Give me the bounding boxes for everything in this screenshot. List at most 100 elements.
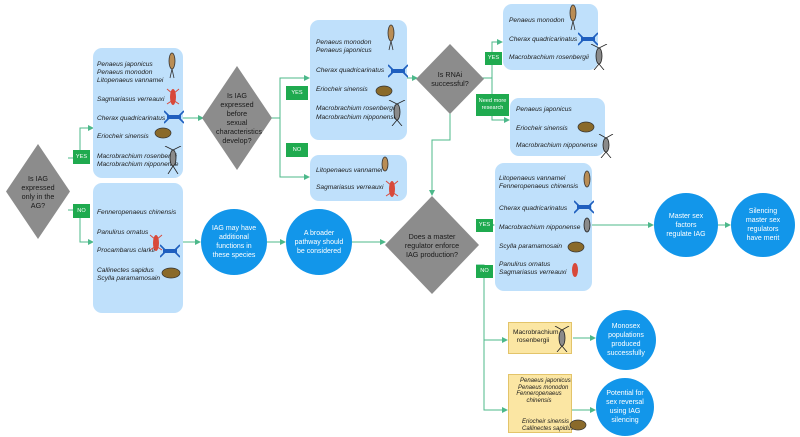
species-label: Cherax quadricarinatus	[509, 36, 578, 43]
edge-q2-no	[269, 117, 310, 180]
outcome-monosex-text: Monosex populations produced successfull…	[607, 323, 645, 357]
species-label: Macrobrachium rosenbergii	[513, 329, 559, 344]
lobster-icon	[572, 263, 578, 277]
prawn-icon	[554, 326, 570, 352]
prawn-icon	[583, 217, 591, 233]
lobster-icon	[385, 180, 399, 197]
species-box-q1-yes: Penaeus japonicus Penaeus monodon Litope…	[93, 48, 183, 178]
species-label: Fenneropenaeus chinensis	[97, 209, 177, 216]
species-box-q1-no: Fenneropenaeus chinensis Panulirus ornat…	[93, 183, 183, 313]
tag-q4-no: NO	[476, 265, 493, 278]
species-label: Macrobrachium nipponense	[97, 161, 179, 168]
species-label: Penaeus monodon	[97, 69, 153, 76]
species-label: Macrobrachium rosenbergii	[97, 153, 177, 160]
species-label: Cherax quadricarinatus	[499, 205, 568, 212]
species-label: Procambarus clarkii	[97, 247, 155, 254]
species-label: Penaeus monodon	[316, 39, 372, 46]
species-label: Callinectes sapidus	[97, 267, 154, 274]
crayfish-icon	[164, 110, 184, 124]
species-label: Penaeus japonicus	[520, 378, 571, 384]
edge-q3-down	[429, 112, 451, 196]
species-label: Panulirus ornatus	[499, 261, 551, 268]
decision-q4-text: Does a master regulator enforce IAG prod…	[404, 231, 460, 259]
decision-q4: Does a master regulator enforce IAG prod…	[385, 196, 479, 294]
outcome-reversal-text: Potential for sex reversal using IAG sil…	[606, 390, 644, 424]
shrimp-icon	[381, 156, 389, 172]
decision-q3: Is RNAi successful?	[416, 44, 484, 114]
tag-q2-no: NO	[286, 143, 308, 157]
crab-icon	[154, 127, 172, 139]
species-label: Fenneropenaeus chinensis	[516, 391, 562, 404]
outcome-silencing: Silencing master sex regulators have mer…	[731, 193, 795, 257]
prawn-icon	[598, 134, 614, 158]
species-label: Eriocheir sinensis	[516, 125, 568, 132]
crayfish-icon	[574, 200, 594, 214]
tag-q2-yes: YES	[286, 86, 308, 100]
outcome-monosex: Monosex populations produced successfull…	[596, 310, 656, 370]
species-label: Penaeus monodon	[518, 385, 569, 391]
crayfish-icon	[160, 244, 180, 258]
tag-q4-yes: YES	[476, 219, 493, 232]
prawn-icon	[164, 146, 182, 174]
species-label: Sagmariasus verreauxi	[499, 269, 567, 276]
crayfish-icon	[578, 32, 598, 46]
crab-icon	[567, 241, 585, 253]
species-label: Litopenaeus vannamei	[499, 175, 566, 182]
prawn-icon	[388, 100, 406, 126]
species-label: Penaeus japonicus	[97, 61, 153, 68]
species-label: Sagmariasus verreauxi	[97, 96, 165, 103]
crab-icon	[569, 419, 587, 431]
outcome-broader-text: A broader pathway should be considered	[294, 229, 344, 255]
outcome-iag-other-text: IAG may have additional functions in the…	[211, 225, 257, 259]
species-label: Penaeus japonicus	[516, 106, 572, 113]
outcome-sex-reversal: Potential for sex reversal using IAG sil…	[596, 378, 654, 436]
species-label: Eriocheir sinensis	[316, 86, 368, 93]
shrimp-icon	[387, 24, 395, 51]
crab-icon	[375, 85, 393, 97]
species-label: Cherax quadricarinatus	[316, 67, 385, 74]
decision-q2: Is IAG expressed before sexual character…	[202, 66, 272, 170]
species-label: Callinectes sapidus	[522, 426, 574, 432]
decision-q1: Is IAG expressed only in the AG?	[6, 144, 70, 239]
species-label: Macrobrachium nipponense	[316, 114, 398, 121]
species-box-rnai-yes: Penaeus monodon Cherax quadricarinatus M…	[503, 4, 598, 70]
species-label: Macrobrachium nipponense	[499, 224, 581, 231]
species-label: Scylla paramamosain	[97, 275, 161, 282]
shrimp-icon	[583, 170, 591, 188]
species-label: Scylla paramamosain	[499, 243, 563, 250]
decision-q2-text: Is IAG expressed before sexual character…	[216, 91, 262, 145]
outcome-master-text: Master sex factors regulate IAG	[666, 212, 706, 238]
outcome-silencing-text: Silencing master sex regulators have mer…	[745, 208, 781, 242]
crab-icon	[161, 267, 181, 279]
tag-q1-yes: YES	[73, 150, 90, 164]
tag-q3-yes: YES	[485, 52, 502, 65]
species-label: Fenneropenaeus chinensis	[499, 183, 579, 190]
species-label: Panulirus ornatus	[97, 229, 149, 236]
species-label: Macrobrachium nipponense	[516, 142, 598, 149]
species-label: Eriocheir sinensis	[97, 133, 149, 140]
species-label: Eriocheir sinensis	[522, 419, 570, 425]
decision-q3-text: Is RNAi successful?	[431, 70, 469, 88]
species-label: Macrobrachium rosenbergii	[316, 105, 396, 112]
lobster-icon	[166, 88, 180, 105]
species-label: Penaeus japonicus	[316, 47, 372, 54]
species-label: Cherax quadricarinatus	[97, 115, 166, 122]
outcome-broader-pathway: A broader pathway should be considered	[286, 209, 352, 275]
species-box-reversal: Penaeus japonicus Penaeus monodon Fenner…	[508, 374, 574, 433]
species-label: Sagmariasus verreauxi	[316, 184, 384, 191]
outcome-iag-other-functions: IAG may have additional functions in the…	[201, 209, 267, 275]
crayfish-icon	[388, 64, 408, 78]
shrimp-icon	[168, 52, 176, 79]
shrimp-icon	[569, 4, 577, 31]
species-label: Macrobrachium rosenbergii	[509, 54, 589, 61]
lobster-icon	[149, 234, 163, 251]
crab-icon	[577, 121, 595, 133]
tag-q1-no: NO	[73, 204, 90, 218]
decision-q1-text: Is IAG expressed only in the AG?	[21, 173, 55, 210]
species-label: Litopenaeus vannamei	[316, 167, 383, 174]
tag-q3-more: Need more research	[476, 94, 509, 116]
outcome-master-sex-factors: Master sex factors regulate IAG	[654, 193, 718, 257]
prawn-icon	[590, 44, 608, 70]
species-label: Penaeus monodon	[509, 17, 565, 24]
species-label: Litopenaeus vannamei	[97, 77, 164, 84]
